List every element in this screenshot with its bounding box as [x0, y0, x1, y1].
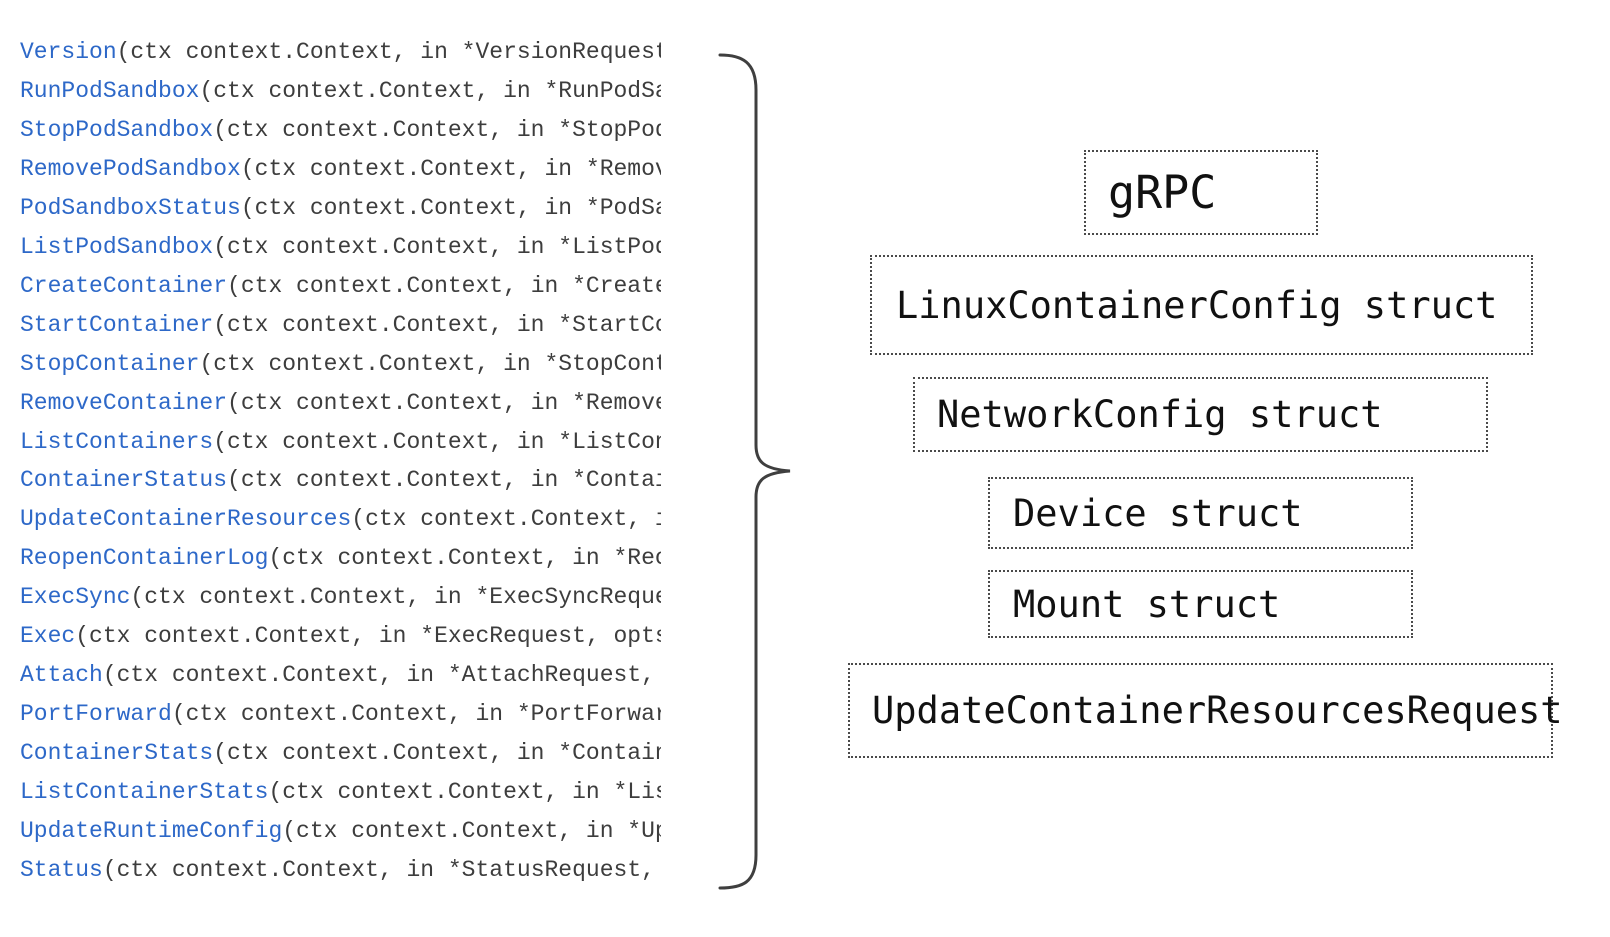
function-signature-text: (ctx context.Context, in *PortForwardR	[171, 701, 661, 728]
box-grpc-label: gRPC	[1108, 166, 1217, 219]
code-line: ContainerStats(ctx context.Context, in *…	[20, 734, 661, 773]
code-line: RemoveContainer(ctx context.Context, in …	[20, 384, 661, 423]
code-line: RemovePodSandbox(ctx context.Context, in…	[20, 150, 661, 189]
function-name-link[interactable]: StopPodSandbox	[20, 116, 214, 143]
box-device-struct-label: Device struct	[1013, 491, 1303, 535]
function-name-link[interactable]: StartContainer	[20, 311, 214, 338]
box-linux-container-config-struct-label: LinuxContainerConfig struct	[896, 283, 1498, 327]
code-line: PodSandboxStatus(ctx context.Context, in…	[20, 189, 661, 228]
function-name-link[interactable]: UpdateContainerResources	[20, 506, 352, 533]
function-name-link[interactable]: RunPodSandbox	[20, 77, 200, 104]
function-signature-text: (ctx context.Context, in *StartCont	[213, 311, 661, 338]
function-signature-text: (ctx context.Context, in *RemoveP	[240, 155, 661, 182]
brace-path	[718, 53, 791, 890]
code-line: UpdateContainerResources(ctx context.Con…	[20, 500, 661, 539]
box-linux-container-config-struct: LinuxContainerConfig struct	[870, 255, 1533, 355]
function-signature-text: (ctx context.Context, in *Reope	[268, 545, 661, 572]
function-signature-text: (ctx context.Context, in *AttachRequest,…	[102, 662, 661, 689]
function-name-link[interactable]: ReopenContainerLog	[20, 545, 269, 572]
function-name-link[interactable]: ContainerStats	[20, 740, 214, 767]
function-name-link[interactable]: ExecSync	[20, 584, 131, 611]
code-line: ExecSync(ctx context.Context, in *ExecSy…	[20, 578, 661, 617]
function-name-link[interactable]: PortForward	[20, 701, 172, 728]
code-line: Exec(ctx context.Context, in *ExecReques…	[20, 617, 661, 656]
code-line: ContainerStatus(ctx context.Context, in …	[20, 461, 661, 500]
code-line: StopContainer(ctx context.Context, in *S…	[20, 345, 661, 384]
function-name-link[interactable]: ListContainers	[20, 428, 214, 455]
function-signature-text: (ctx context.Context, in *ContainerS	[213, 740, 661, 767]
function-signature-text: (ctx context.Context, in *PodSand	[240, 194, 661, 221]
code-line: Status(ctx context.Context, in *StatusRe…	[20, 851, 661, 890]
code-line: Attach(ctx context.Context, in *AttachRe…	[20, 656, 661, 695]
function-name-link[interactable]: Attach	[20, 662, 103, 689]
code-line: Version(ctx context.Context, in *Version…	[20, 33, 661, 72]
code-line: UpdateRuntimeConfig(ctx context.Context,…	[20, 812, 661, 851]
box-update-container-resources-request-label: UpdateContainerResourcesRequest	[872, 689, 1563, 732]
box-grpc: gRPC	[1084, 150, 1318, 235]
code-line: ListContainers(ctx context.Context, in *…	[20, 423, 661, 462]
function-signature-text: (ctx context.Context, in *StopContai	[199, 350, 661, 377]
function-signature-text: (ctx context.Context, in *ListPodSa	[213, 233, 661, 260]
function-signature-text: (ctx context.Context, in *Containe	[227, 467, 661, 494]
function-name-link[interactable]: ListPodSandbox	[20, 233, 214, 260]
function-name-link[interactable]: RemovePodSandbox	[20, 155, 241, 182]
function-signature-text: (ctx context.Context, in *ListC	[268, 779, 661, 806]
code-line: RunPodSandbox(ctx context.Context, in *R…	[20, 72, 661, 111]
function-signature-text: (ctx context.Context, in *StopPodSa	[213, 116, 661, 143]
function-signature-text: (ctx context.Context, in *ListConta	[213, 428, 661, 455]
code-line: StartContainer(ctx context.Context, in *…	[20, 306, 661, 345]
code-line: PortForward(ctx context.Context, in *Por…	[20, 695, 661, 734]
function-name-link[interactable]: CreateContainer	[20, 272, 228, 299]
code-line: ListPodSandbox(ctx context.Context, in *…	[20, 228, 661, 267]
function-signature-text: (ctx context.Context, in *RemoveCo	[227, 389, 661, 416]
function-name-link[interactable]: ContainerStatus	[20, 467, 228, 494]
function-signature-text: (ctx context.Context, in *ExecRequest, o…	[75, 623, 661, 650]
code-line: StopPodSandbox(ctx context.Context, in *…	[20, 111, 661, 150]
function-signature-text: (ctx context.Context, in *VersionRequest…	[116, 39, 661, 65]
code-line: ReopenContainerLog(ctx context.Context, …	[20, 539, 661, 578]
box-network-config-struct-label: NetworkConfig struct	[937, 393, 1383, 436]
function-name-link[interactable]: StopContainer	[20, 350, 200, 377]
box-mount-struct-label: Mount struct	[1013, 582, 1281, 626]
function-name-link[interactable]: PodSandboxStatus	[20, 194, 241, 221]
function-name-link[interactable]: RemoveContainer	[20, 389, 228, 416]
box-device-struct: Device struct	[988, 477, 1413, 549]
code-line: CreateContainer(ctx context.Context, in …	[20, 267, 661, 306]
function-name-link[interactable]: Status	[20, 857, 103, 884]
box-network-config-struct: NetworkConfig struct	[913, 377, 1488, 452]
code-line: ListContainerStats(ctx context.Context, …	[20, 773, 661, 812]
function-signature-text: (ctx context.Context, in *CreateCo	[227, 272, 661, 299]
function-name-link[interactable]: Version	[20, 39, 117, 65]
function-name-link[interactable]: Exec	[20, 623, 76, 650]
function-signature-text: (ctx context.Context, in *Upda	[282, 818, 661, 845]
function-signature-text: (ctx context.Context, in *RunPodSand	[199, 77, 661, 104]
code-listing: Version(ctx context.Context, in *Version…	[20, 33, 661, 913]
function-signature-text: (ctx context.Context, in *StatusRequest,…	[102, 857, 661, 884]
function-signature-text: (ctx context.Context, in *ExecSyncReques…	[130, 584, 661, 611]
box-update-container-resources-request: UpdateContainerResourcesRequest	[848, 663, 1563, 758]
box-mount-struct: Mount struct	[988, 570, 1413, 638]
function-name-link[interactable]: UpdateRuntimeConfig	[20, 818, 283, 845]
function-name-link[interactable]: ListContainerStats	[20, 779, 269, 806]
brace-connector	[718, 53, 791, 890]
function-signature-text: (ctx context.Context, in *U	[351, 506, 661, 533]
